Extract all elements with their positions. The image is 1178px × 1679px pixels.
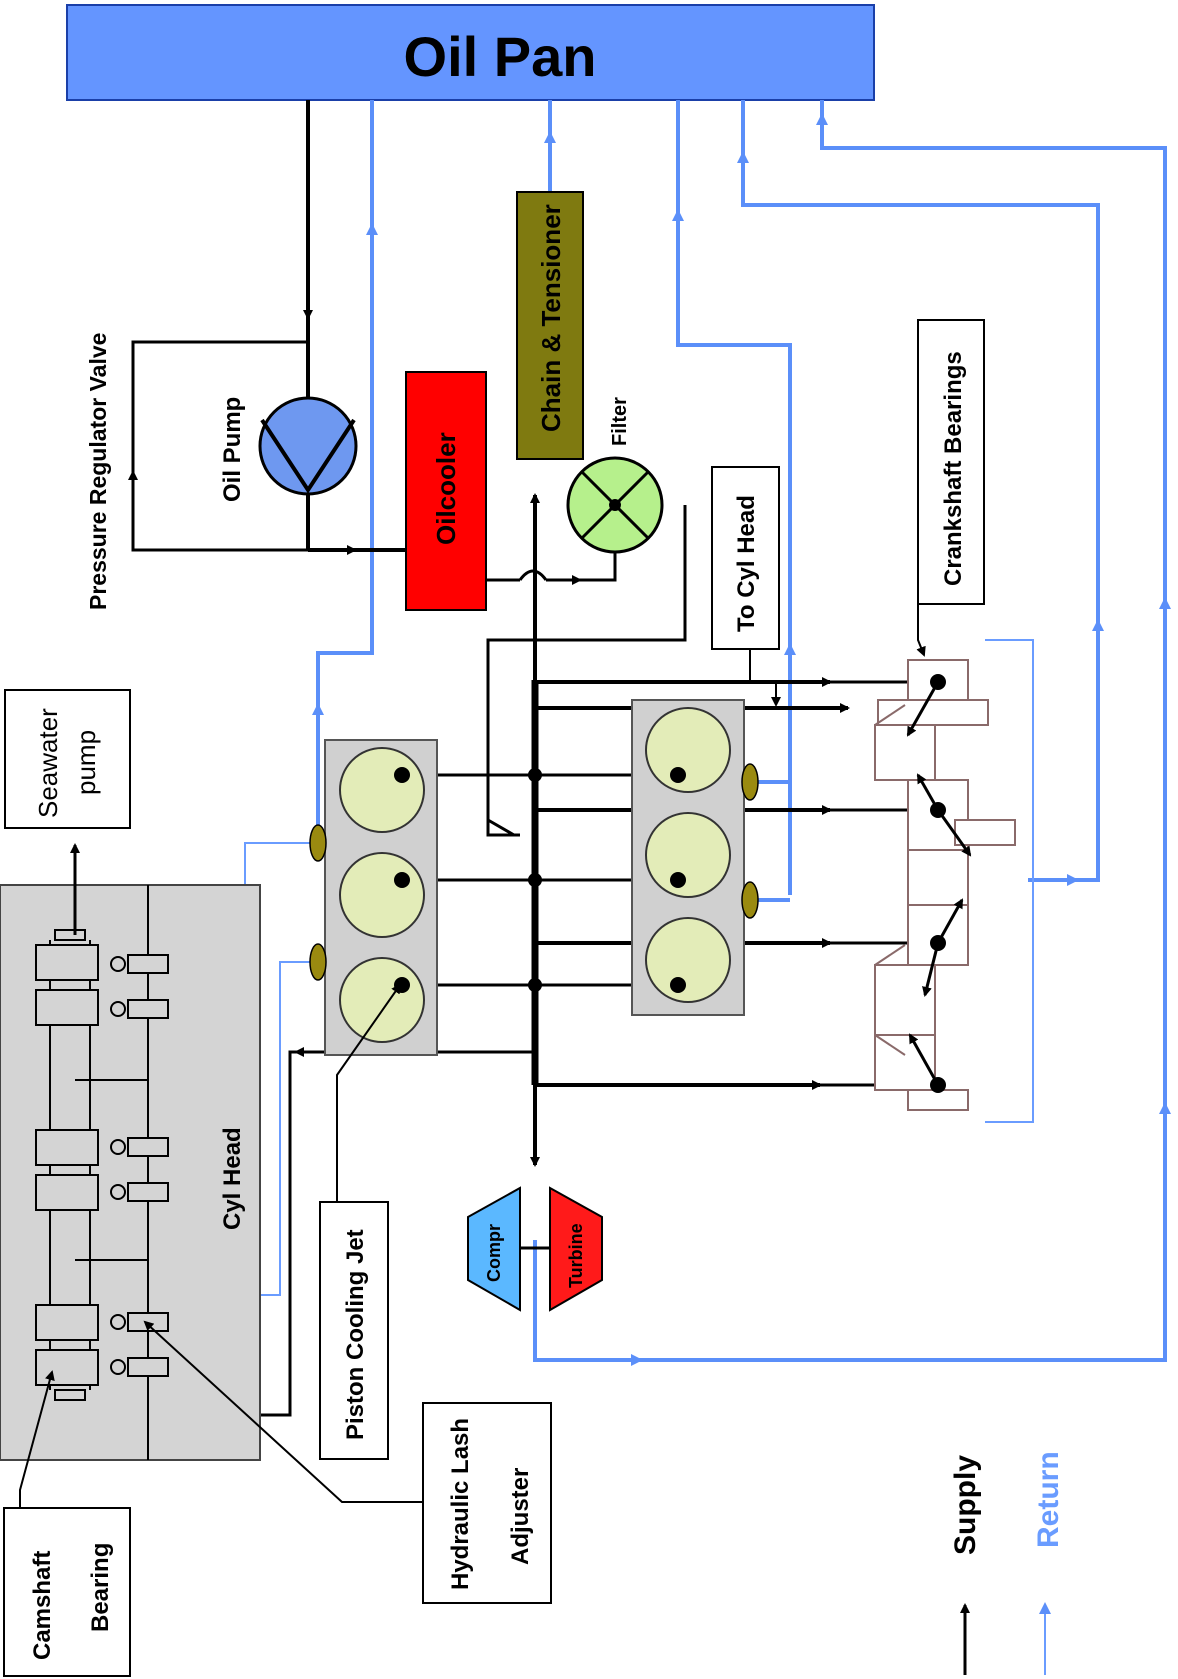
oil-pan [66,4,875,101]
oil-pump [258,396,358,496]
chain-tensioner-label: Chain & Tensioner [536,204,566,432]
oil-pump-label: Oil Pump [219,397,246,502]
piston-cooling-jet-box [319,1201,389,1460]
camshaft-bearing-label-line1: Camshaft [29,1551,56,1660]
compr-label: Compr [484,1224,504,1282]
left-block-cylinders [339,747,425,1043]
hydraulic-lash-label-line2: Adjuster [507,1468,534,1565]
filter-label: Filter [609,397,631,446]
seawater-pump-box [4,689,131,829]
chain-tensioner [516,191,584,460]
legend: Supply Return [949,1451,1065,1675]
right-block-cylinders [645,707,731,1003]
oilcooler-label: Oilcooler [431,432,461,545]
camshaft-assembly [35,885,169,1460]
crankshaft [874,659,1016,1111]
compressor [467,1186,521,1312]
filter [566,456,664,554]
piston-cooling-jet-label: Piston Cooling Jet [342,1229,369,1440]
crankshaft-bearings-box [917,319,985,605]
seawater-pump-label-line2: pump [71,730,101,795]
camshaft-bearing-box [3,1507,131,1677]
hydraulic-lash-label-line1: Hydraulic Lash [447,1418,474,1590]
crankshaft-bearings-label: Crankshaft Bearings [940,351,967,586]
oil-pan-label: Oil Pan [404,25,597,88]
seawater-pump-label-line1: Seawater [33,708,63,818]
to-cyl-head-label: To Cyl Head [733,495,760,632]
turbine-label: Turbine [566,1223,586,1288]
pressure-regulator-valve-label: Pressure Regulator Valve [85,333,111,610]
piston-cooling-jets [309,763,759,981]
turbine [549,1186,603,1312]
hydraulic-lash-adjuster-box [422,1402,552,1604]
oilcooler [405,371,487,611]
junction-dots [528,768,542,992]
legend-return-label: Return [1032,1451,1065,1548]
turbocharger [467,1186,603,1312]
cyl-head-label: Cyl Head [219,1127,246,1230]
camshaft-bearing-label-line2: Bearing [87,1543,114,1632]
legend-supply-label: Supply [949,1455,982,1555]
to-cyl-head-box [711,466,780,650]
